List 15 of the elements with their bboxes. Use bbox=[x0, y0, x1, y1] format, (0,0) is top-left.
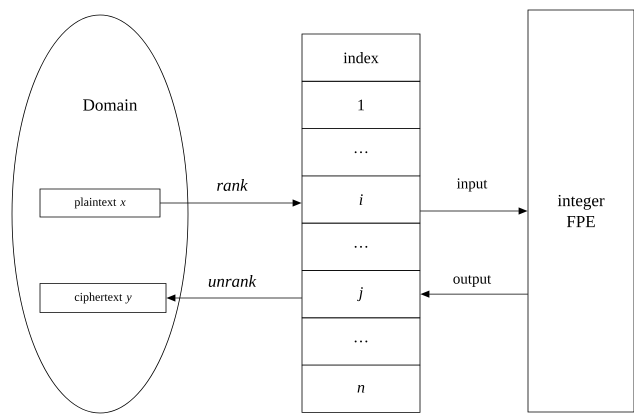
process-box: plaintext x bbox=[40, 188, 160, 218]
table-cell: n bbox=[302, 364, 420, 413]
edge-label: output bbox=[452, 274, 492, 288]
table-cell: … bbox=[302, 317, 420, 366]
process-box: ciphertext y bbox=[40, 283, 166, 313]
table-cell: j bbox=[302, 270, 420, 318]
process-box: integer FPE bbox=[528, 10, 634, 412]
table-cell: … bbox=[302, 128, 420, 176]
table-cell: 1 bbox=[302, 80, 420, 129]
edge-label: input bbox=[456, 177, 488, 193]
table-cell: i bbox=[302, 176, 420, 224]
edge-label: rank bbox=[215, 178, 249, 192]
table-cell: index bbox=[302, 34, 420, 82]
table-cell: … bbox=[302, 222, 420, 271]
edge-label: unrank bbox=[206, 274, 258, 288]
